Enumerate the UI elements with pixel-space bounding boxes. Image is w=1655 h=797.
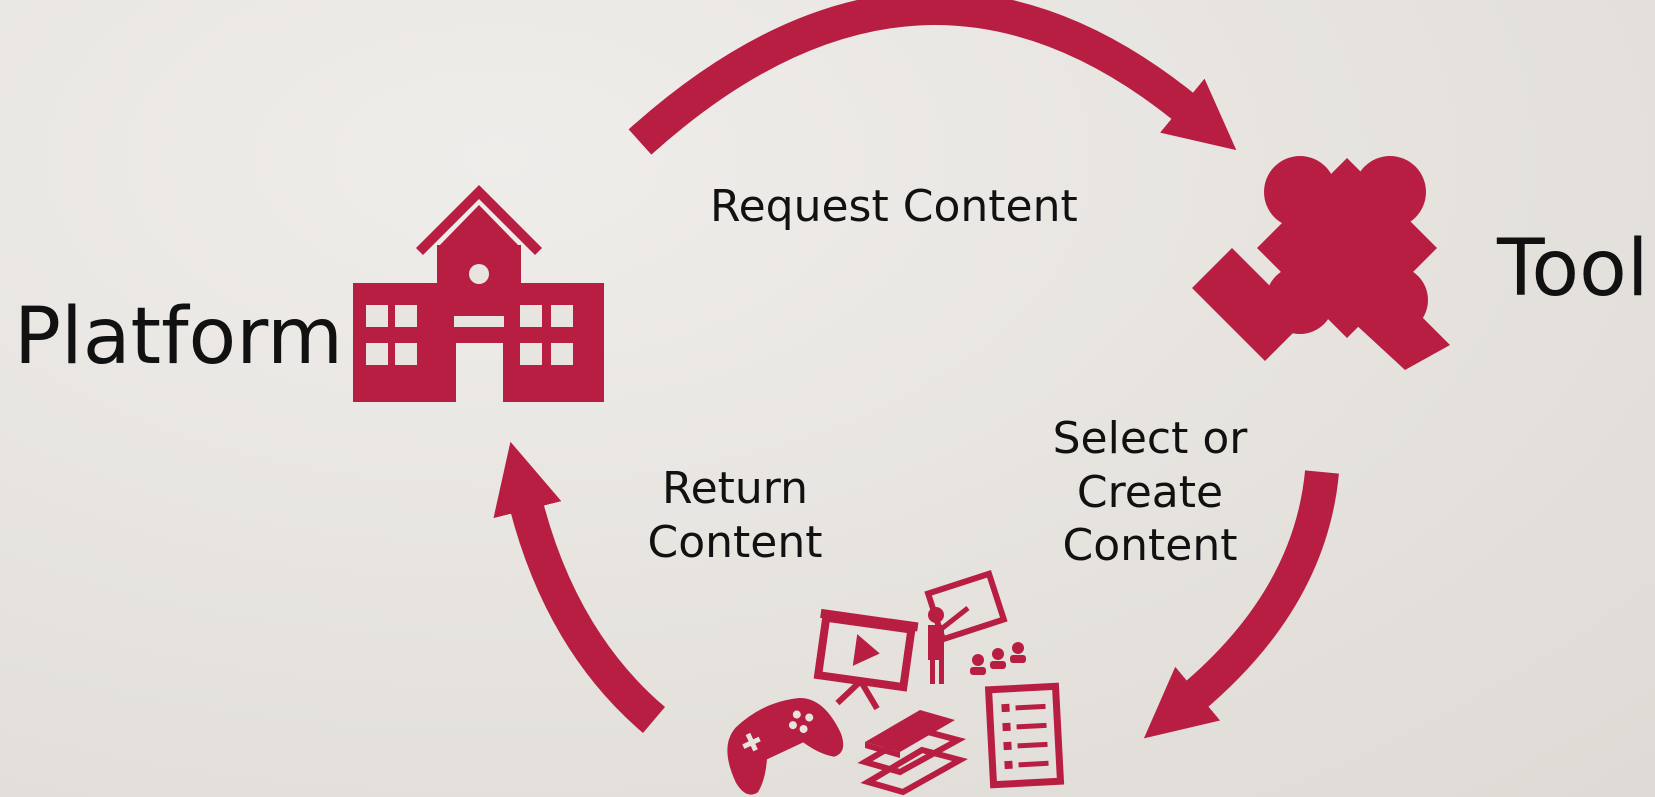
video-presentation-icon — [813, 608, 919, 711]
select-create-line: Select or — [1052, 413, 1248, 464]
content-icons — [727, 570, 1065, 796]
select-create-line: Create — [1076, 466, 1224, 518]
arrow-request — [628, 0, 1237, 155]
puzzle-piece-icon — [1192, 156, 1450, 370]
platform-label: Platform — [14, 292, 343, 382]
return-content-line: Return — [661, 463, 808, 514]
books-stack-icon — [857, 710, 968, 796]
teacher-board-icon — [924, 570, 1026, 684]
arrow-select-create — [1143, 470, 1339, 739]
tool-label: Tool — [1497, 224, 1649, 314]
school-building-icon — [353, 185, 604, 402]
arrow-return — [493, 441, 666, 733]
select-create-line: Content — [1062, 520, 1238, 572]
checklist-document-icon — [984, 682, 1065, 789]
select-create-content-label: Select or Create Content — [1020, 412, 1280, 573]
return-content-line: Content — [647, 516, 823, 568]
request-content-label: Request Content — [710, 181, 1078, 232]
game-controller-icon — [727, 698, 844, 795]
return-content-label: Return Content — [600, 462, 870, 569]
